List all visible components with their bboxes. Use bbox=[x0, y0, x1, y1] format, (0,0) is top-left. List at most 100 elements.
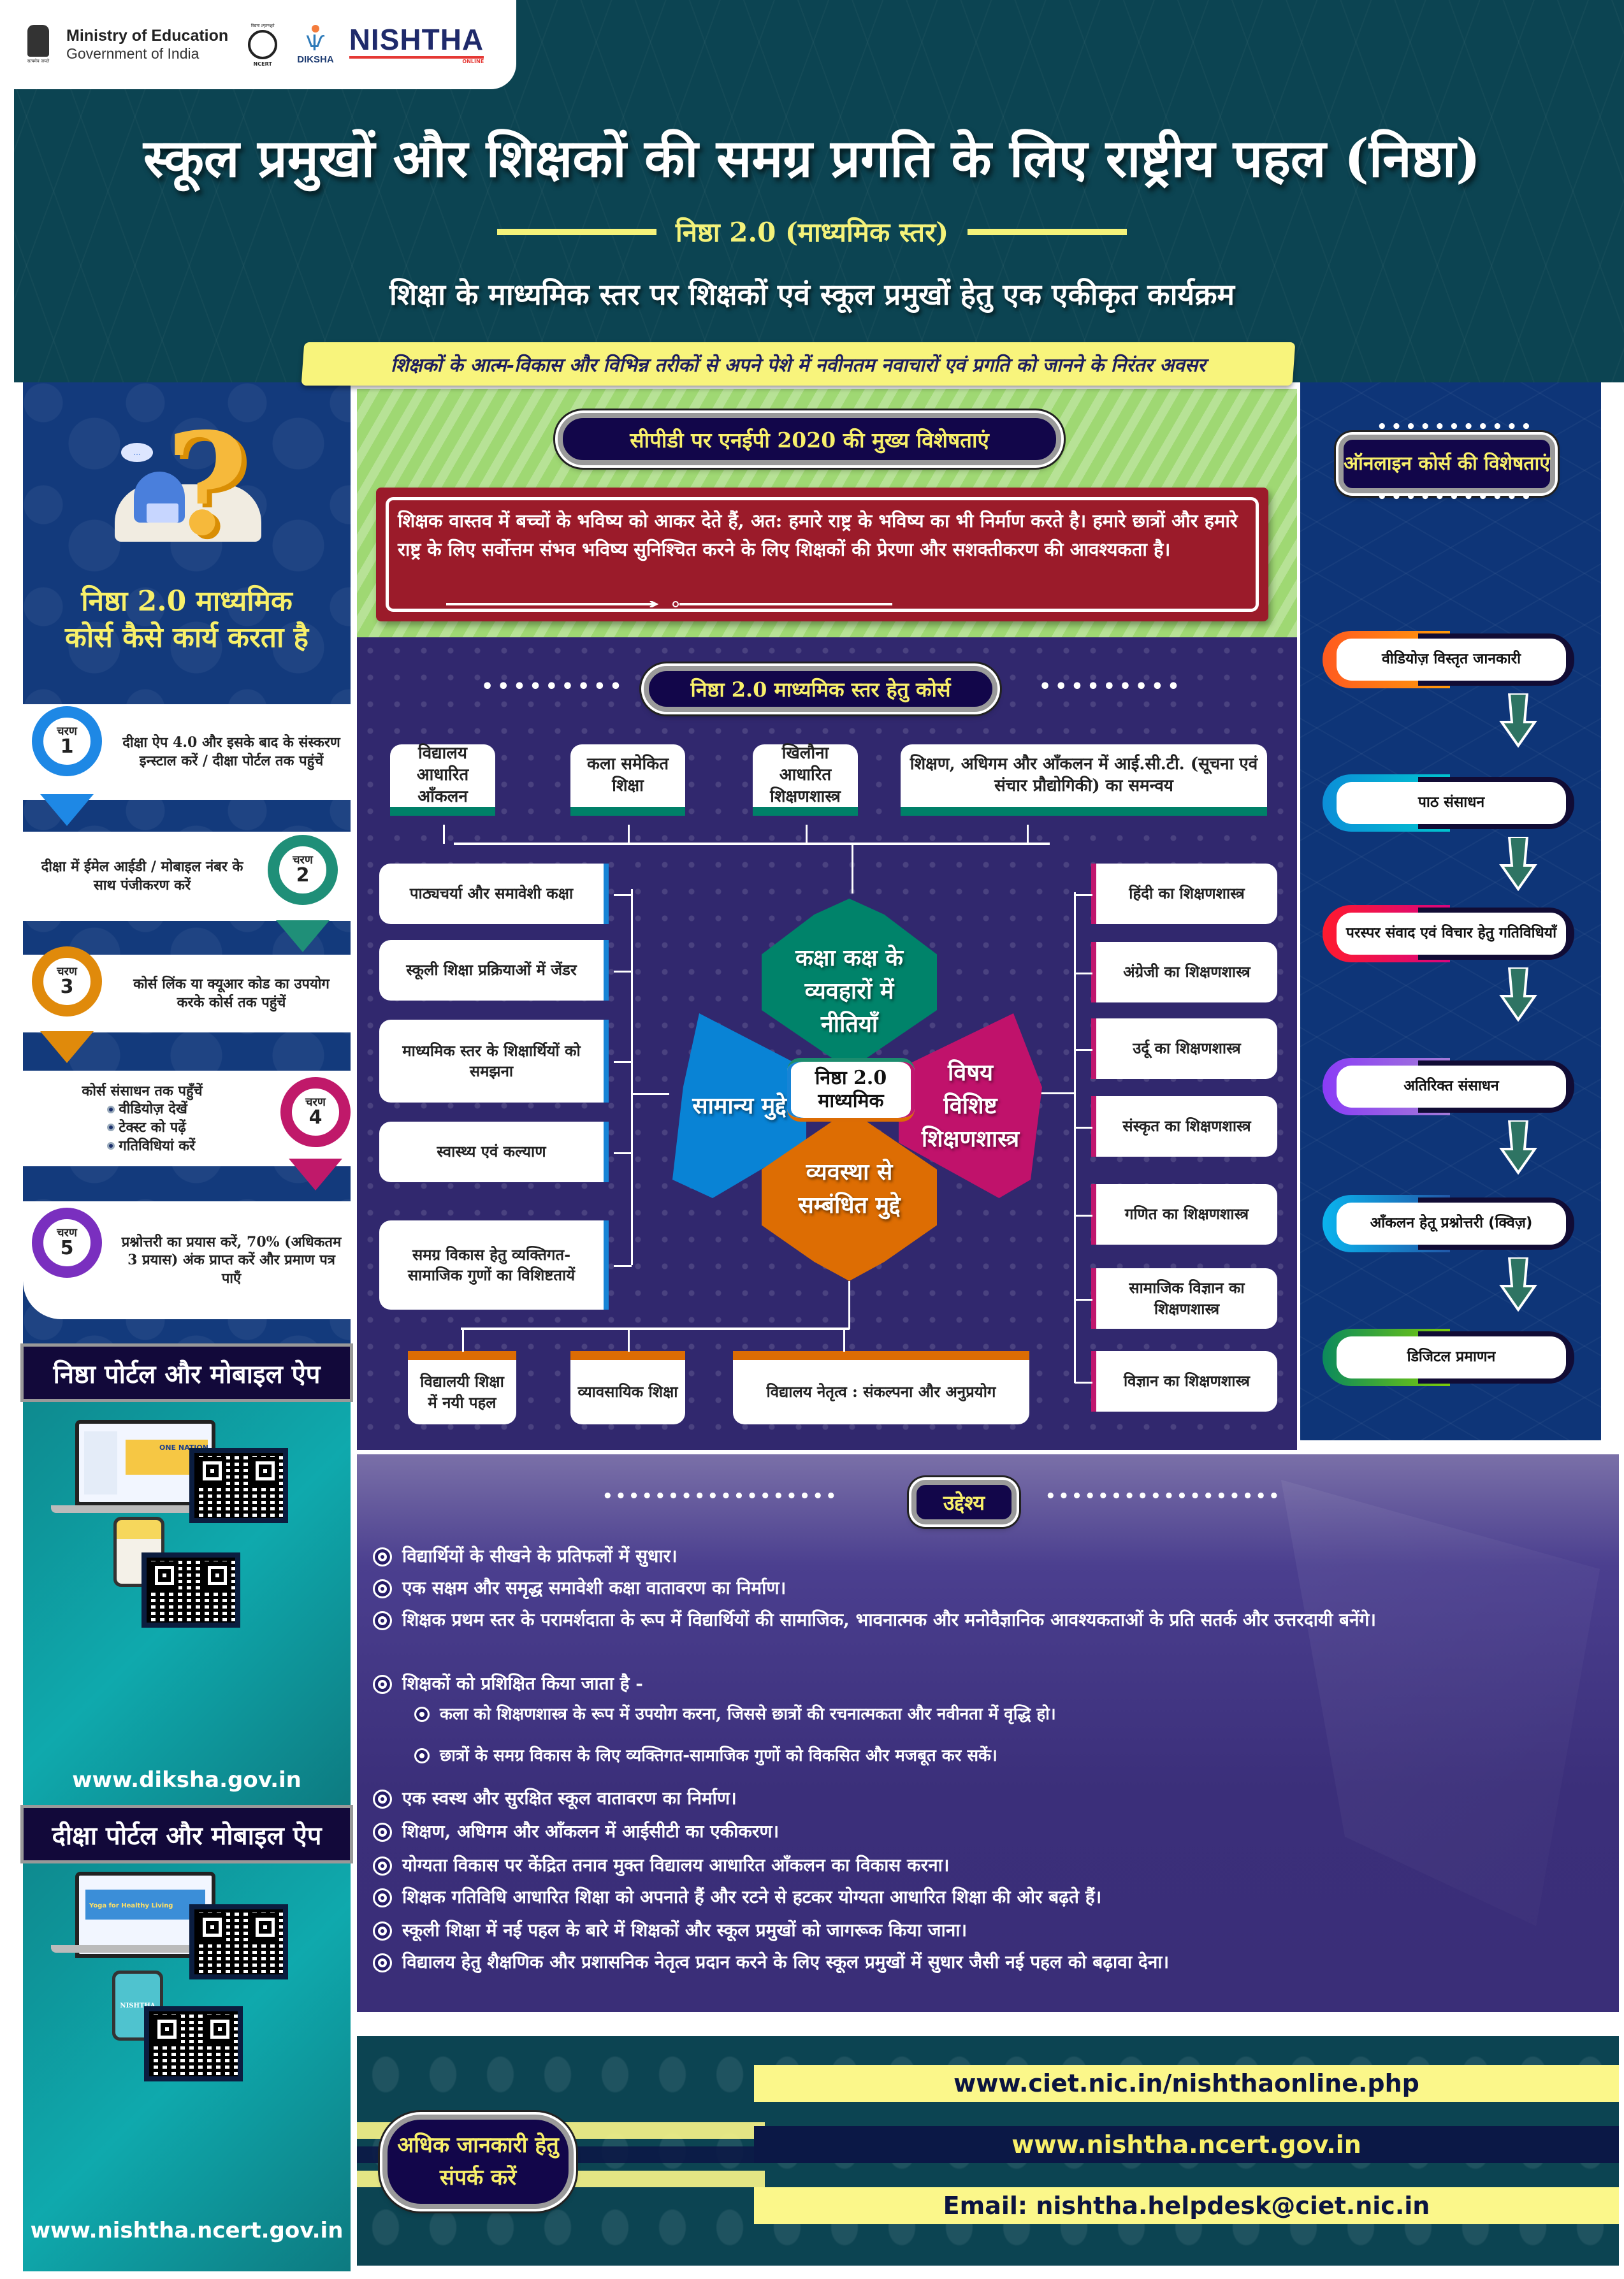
course-box-top[interactable]: शिक्षण, अधिगम और आँकलन में आई.सी.टी. (सू… bbox=[901, 744, 1267, 816]
ncert-logo-icon: विद्यया ऽमृतमश्नुते NCERT bbox=[243, 13, 282, 76]
course-box-bottom[interactable]: विद्यालय नेतृत्व : संकल्पना और अनुप्रयोग bbox=[733, 1351, 1029, 1424]
course-box-right[interactable]: विज्ञान का शिक्षणशास्त्र bbox=[1091, 1351, 1277, 1412]
target-bullet-icon bbox=[373, 1675, 392, 1694]
step-text-wrap: दीक्षा ऐप 4.0 और इसके बाद के संस्करण इन्… bbox=[119, 734, 344, 770]
step-label: चरण bbox=[305, 1096, 326, 1109]
target-bullet-icon bbox=[414, 1707, 430, 1722]
step-text: कोर्स संसाधन तक पहुँचें bbox=[82, 1082, 203, 1099]
nep-box bbox=[376, 488, 1268, 621]
dots-decoration: ••••••••• bbox=[481, 676, 626, 698]
target-bullet-icon bbox=[373, 1579, 392, 1598]
dots-decoration: ••••••••••• bbox=[1377, 417, 1535, 437]
course-box-right[interactable]: उर्दू का शिक्षणशास्त्र bbox=[1091, 1018, 1277, 1079]
connector-line bbox=[1026, 825, 1029, 844]
bullet-icon bbox=[107, 1141, 115, 1150]
petal-label: व्यवस्था से सम्बंधित मुद्दे bbox=[798, 1158, 901, 1219]
target-bullet-icon bbox=[373, 1856, 392, 1876]
contact-link[interactable]: www.ciet.nic.in/nishthaonline.php bbox=[754, 2065, 1619, 2102]
step-bullet: टेक्स्ट को पढ़ें bbox=[82, 1118, 202, 1137]
course-box-right[interactable]: अंग्रेजी का शिक्षणशास्त्र bbox=[1091, 942, 1277, 1002]
objectives-heading: उद्देश्य bbox=[911, 1480, 1017, 1524]
diksha-label: DIKSHA bbox=[297, 54, 334, 65]
diksha-portal-heading: दीक्षा पोर्टल और मोबाइल ऐप bbox=[20, 1805, 353, 1863]
ribbon-text: शिक्षकों के आत्म-विकास और विभिन्न तरीकों… bbox=[391, 354, 1206, 377]
tagline: शिक्षा के माध्यमिक स्तर पर शिक्षकों एवं … bbox=[389, 277, 1235, 312]
course-box-top[interactable]: विद्यालय आधारित आँकलन bbox=[390, 744, 495, 816]
contact-link-text[interactable]: www.ciet.nic.in/nishthaonline.php bbox=[953, 2069, 1419, 2097]
target-bullet-icon bbox=[373, 1953, 392, 1972]
feature-card: अतिरिक्त संसाधन bbox=[1323, 1058, 1574, 1115]
connector-line bbox=[614, 894, 632, 896]
arrow-down-icon bbox=[1499, 1120, 1537, 1175]
course-box-bottom[interactable]: विद्यालयी शिक्षा में नयी पहल bbox=[408, 1351, 516, 1424]
step-text-wrap: कोर्स लिंक या क्यूआर कोड का उपयोग करके क… bbox=[119, 975, 344, 1011]
arrow-down-icon bbox=[1499, 837, 1537, 891]
feature-label: आँकलन हेतू प्रश्नोत्तरी (क्विज़) bbox=[1337, 1203, 1566, 1245]
national-emblem-icon: सत्यमेव जयते bbox=[25, 22, 51, 67]
contact-link[interactable]: Email: nishtha.helpdesk@ciet.nic.in bbox=[754, 2187, 1619, 2224]
course-box-right[interactable]: सामाजिक विज्ञान का शिक्षणशास्त्र bbox=[1091, 1268, 1277, 1329]
course-box-right[interactable]: संस्कृत का शिक्षणशास्त्र bbox=[1091, 1096, 1277, 1157]
objective-item: एक स्वस्थ और सुरक्षित स्कूल वातावरण का न… bbox=[373, 1784, 1571, 1812]
course-box-top[interactable]: खिलौना आधारित शिक्षणशास्त्र bbox=[753, 744, 858, 816]
arrow-down-icon bbox=[40, 794, 94, 826]
connector-line bbox=[462, 1329, 464, 1352]
connector-line bbox=[1026, 1092, 1075, 1094]
nishtha-url[interactable]: www.nishtha.ncert.gov.in bbox=[30, 2218, 344, 2243]
objective-text: एक स्वस्थ और सुरक्षित स्कूल वातावरण का न… bbox=[402, 1788, 737, 1809]
course-box-left[interactable]: पाठ्यचर्या और समावेशी कक्षा bbox=[379, 864, 609, 924]
step-number: 2 bbox=[296, 864, 310, 886]
feature-card: पाठ संसाधन bbox=[1323, 774, 1574, 832]
qr-code-icon[interactable] bbox=[189, 1448, 288, 1523]
contact-link-text[interactable]: Email: nishtha.helpdesk@ciet.nic.in bbox=[943, 2192, 1430, 2220]
course-box-bottom[interactable]: व्यावसायिक शिक्षा bbox=[570, 1351, 685, 1424]
contact-link-text[interactable]: www.nishtha.ncert.gov.in bbox=[1011, 2131, 1361, 2159]
step-label: चरण bbox=[57, 1226, 77, 1240]
ministry-line2: Government of India bbox=[66, 45, 199, 62]
contact-link[interactable]: www.nishtha.ncert.gov.in bbox=[754, 2126, 1619, 2163]
nishtha-logo: NISHTHA ONLINE bbox=[349, 25, 484, 64]
how-title-line2: कोर्स कैसे कार्य करता है bbox=[64, 621, 309, 655]
course-box-left[interactable]: स्वास्थ्य एवं कल्याण bbox=[379, 1122, 609, 1182]
connector-line bbox=[1075, 1214, 1092, 1217]
laptop-icon bbox=[147, 503, 178, 523]
objective-item: शिक्षण, अधिगम और आँकलन में आईसीटी का एकी… bbox=[373, 1818, 1571, 1845]
objective-text: विद्यार्थियों के सीखने के प्रतिफलों में … bbox=[402, 1545, 678, 1566]
arrow-down-icon bbox=[1499, 1257, 1537, 1312]
qr-code-icon[interactable] bbox=[144, 2006, 243, 2081]
step-label: चरण bbox=[57, 965, 77, 978]
step-number: 3 bbox=[60, 976, 74, 998]
objective-text: शिक्षक गतिविधि आधारित शिक्षा को अपनाते ह… bbox=[402, 1886, 1102, 1907]
objective-item: विद्यार्थियों के सीखने के प्रतिफलों में … bbox=[373, 1542, 1571, 1570]
feature-label: डिजिटल प्रमाणन bbox=[1337, 1336, 1566, 1378]
course-box-right[interactable]: हिंदी का शिक्षणशास्त्र bbox=[1091, 864, 1277, 924]
connector-line bbox=[631, 1093, 669, 1095]
course-box-left[interactable]: स्कूली शिक्षा प्रक्रियाओं में जेंडर bbox=[379, 940, 609, 1001]
qr-code-icon[interactable] bbox=[189, 1904, 288, 1979]
subtitle: निष्ठा 2.0 (माध्यमिक स्तर) bbox=[675, 217, 949, 248]
step-label: चरण bbox=[57, 725, 77, 738]
course-box-left[interactable]: माध्यमिक स्तर के शिक्षार्थियों को समझना bbox=[379, 1020, 609, 1103]
dots-decoration: •••••••••••••••••• bbox=[1045, 1487, 1282, 1506]
thinking-person-illustration: ? ... bbox=[96, 414, 261, 554]
course-box-top[interactable]: कला समेकित शिक्षा bbox=[570, 744, 685, 816]
target-bullet-icon bbox=[373, 1547, 392, 1566]
connector-line bbox=[614, 1152, 632, 1154]
diksha-url[interactable]: www.diksha.gov.in bbox=[72, 1767, 301, 1793]
connector-line bbox=[1075, 894, 1092, 896]
step-text-wrap: दीक्षा में ईमेल आईडी / मोबाइल नंबर के सा… bbox=[29, 858, 255, 894]
page-title: स्कूल प्रमुखों और शिक्षकों की समग्र प्रग… bbox=[143, 128, 1481, 189]
divider bbox=[968, 228, 1127, 235]
ministry-name: Ministry of Education Government of Indi… bbox=[66, 27, 228, 62]
qr-code-icon[interactable] bbox=[141, 1552, 240, 1628]
objective-text: योग्यता विकास पर केंद्रित तनाव मुक्त विद… bbox=[402, 1855, 950, 1876]
course-box-right[interactable]: गणित का शिक्षणशास्त्र bbox=[1091, 1184, 1277, 1245]
step-text-wrap: प्रश्नोत्तरी का प्रयास करें, 70% (अधिकतम… bbox=[119, 1233, 344, 1288]
course-box-left[interactable]: समग्र विकास हेतु व्यक्तिगत-सामाजिक गुणों… bbox=[379, 1220, 609, 1310]
dots-decoration: ••••••••••• bbox=[1377, 488, 1535, 507]
bullet-icon bbox=[107, 1124, 115, 1132]
step-bullet: गतिविधियां करें bbox=[82, 1137, 202, 1155]
ncert-label: NCERT bbox=[253, 61, 272, 67]
